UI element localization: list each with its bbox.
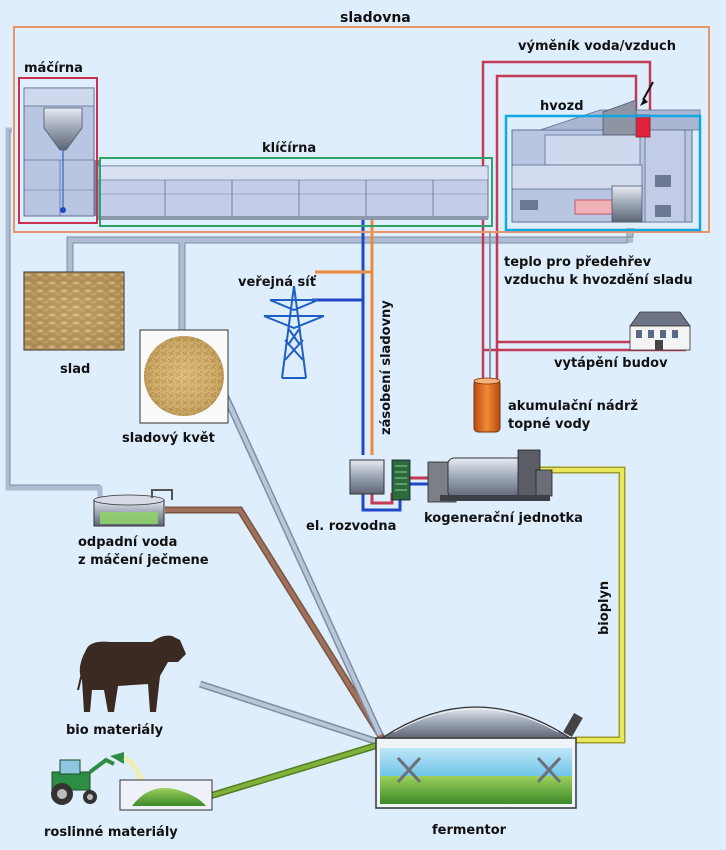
label-zasobeni: zásobení sladovny xyxy=(379,300,394,435)
biogas-pipe xyxy=(540,466,626,744)
sladovna-box xyxy=(13,26,710,233)
label-slad: slad xyxy=(60,362,90,377)
label-klicirna: klíčírna xyxy=(262,141,316,156)
label-bio-materialy: bio materiály xyxy=(66,723,164,738)
label-vymenik: výměník voda/vzduch xyxy=(518,39,676,54)
malt-sprouts-image xyxy=(139,329,229,424)
macirna-box xyxy=(18,77,98,224)
sprouts-to-fermentor-pipe xyxy=(221,393,384,737)
label-teplo-line1: teplo pro předehřev xyxy=(504,255,652,270)
electric-lines xyxy=(312,214,430,512)
cow-icon xyxy=(77,635,186,712)
label-el-rozvodna: el. rozvodna xyxy=(306,519,396,534)
label-odpadni-line1: odpadní voda xyxy=(78,535,177,550)
house-icon xyxy=(629,311,691,351)
steeping-building xyxy=(23,87,100,217)
fermentor xyxy=(375,706,583,809)
electrical-substation xyxy=(349,459,411,501)
plant-feed-pipe xyxy=(208,741,380,800)
label-kogeneracni: kogenerační jednotka xyxy=(424,511,583,526)
label-sladovna: sladovna xyxy=(340,10,411,26)
hvozd-box xyxy=(504,114,702,232)
waste-water-to-fermentor-pipe xyxy=(165,506,385,740)
chp-unit xyxy=(427,449,553,503)
malt-image xyxy=(23,271,125,351)
klicirna-box xyxy=(99,157,493,227)
tractor-icon xyxy=(51,752,151,805)
power-pylon-icon xyxy=(263,285,325,379)
label-roslinne: roslinné materiály xyxy=(44,825,178,840)
label-macirna: máčírna xyxy=(24,61,83,76)
label-akumulacni-line1: akumulační nádrž xyxy=(508,399,638,414)
label-sladovy-kvet: sladový květ xyxy=(122,431,215,446)
label-vytapeni: vytápění budov xyxy=(554,356,668,371)
grey-collector-pipe xyxy=(67,228,633,330)
label-fermentor: fermentor xyxy=(432,823,507,838)
kiln-building xyxy=(511,81,701,223)
label-akumulacni-line2: topné vody xyxy=(508,417,591,432)
label-verejna-sit: veřejná síť xyxy=(238,275,317,290)
bio-materials-feed-pipe xyxy=(198,680,380,746)
label-hvozd: hvozd xyxy=(540,99,584,114)
waste-water-tank xyxy=(93,489,173,527)
plant-material-bin xyxy=(119,779,213,811)
accumulation-tank xyxy=(473,377,501,433)
germination-building xyxy=(97,165,489,220)
label-teplo-line2: vzduchu k hvozdění sladu xyxy=(504,273,693,288)
label-odpadni-line2: z máčení ječmene xyxy=(78,553,209,568)
label-bioplyn: bioplyn xyxy=(597,581,612,635)
waste-water-drain-pipe xyxy=(5,127,103,498)
